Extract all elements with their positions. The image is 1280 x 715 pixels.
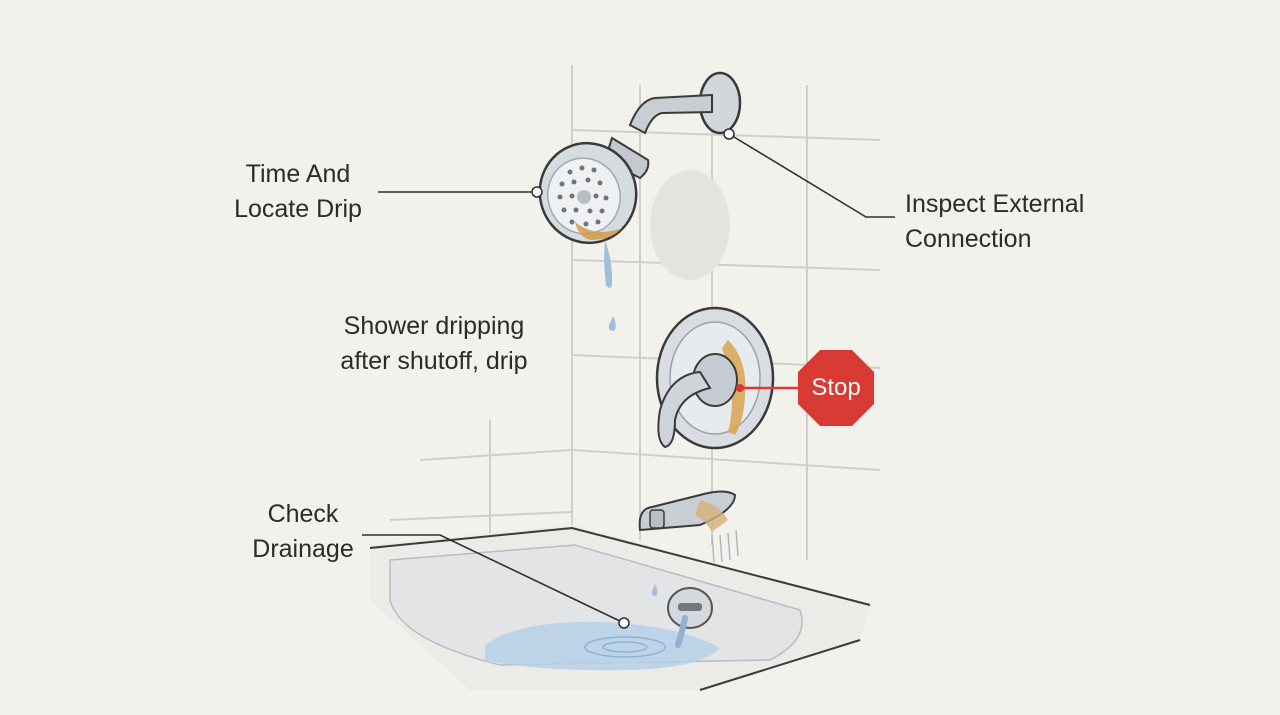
label-time-and-locate-drip: Time And Locate Drip (220, 157, 376, 227)
stop-sign-icon (736, 350, 874, 426)
stop-sign-label: Stop (811, 374, 861, 401)
label-check-drainage: Check Drainage (238, 497, 368, 567)
faucet-handle-icon (655, 306, 775, 450)
label-line: Time And (245, 160, 351, 188)
label-line: Inspect External (905, 190, 1085, 218)
label-line: after shutoff, drip (340, 347, 528, 375)
water-puddle (485, 621, 720, 671)
callout-lines (362, 133, 895, 624)
callout-inspect-line (728, 133, 895, 218)
label-line: Locate Drip (234, 195, 362, 223)
drain-icon (667, 587, 713, 648)
label-line: Connection (905, 225, 1032, 253)
shower-head-icon (538, 136, 650, 245)
callout-check-line (362, 534, 625, 624)
wall-shadow (650, 170, 730, 280)
callout-dots (531, 128, 735, 629)
water-drop-icon (604, 240, 658, 596)
label-inspect-external-connection: Inspect External Connection (905, 187, 1084, 257)
tub-spout-icon (638, 490, 739, 563)
label-line: Shower dripping (343, 312, 525, 340)
shower-arm (628, 71, 742, 135)
label-line: Drainage (252, 535, 354, 563)
label-line: Check (267, 500, 339, 528)
label-shower-dripping: Shower dripping after shutoff, drip (324, 309, 544, 379)
